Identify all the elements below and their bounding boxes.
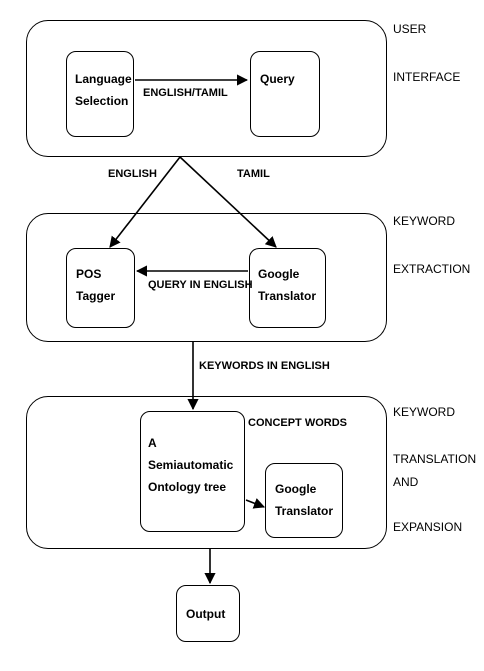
edge-label-keywords-in-english: KEYWORDS IN ENGLISH	[199, 360, 330, 372]
edge-label-query-in-english: QUERY IN ENGLISH	[148, 279, 253, 291]
arrow-ontology-to-google-translator	[245, 498, 266, 509]
side-label-user: USER	[393, 22, 427, 36]
side-label-keyword-1: KEYWORD	[393, 214, 456, 228]
output-text: Output	[186, 607, 226, 621]
keyword-extraction-panel	[26, 213, 387, 342]
google-translator-1-text: Google Translator	[258, 267, 317, 303]
keyword-translation-panel	[26, 396, 387, 549]
side-label-expansion: EXPANSION	[393, 520, 463, 534]
language-selection-text: Language Selection	[75, 72, 132, 108]
edge-label-english-tamil: ENGLISH/TAMIL	[143, 87, 228, 99]
user-interface-panel	[26, 20, 387, 157]
side-label-keyword-2: KEYWORD	[393, 405, 456, 419]
query-box: Query	[250, 51, 320, 137]
query-text: Query	[260, 72, 295, 86]
edge-label-concept-words: CONCEPT WORDS	[248, 417, 347, 429]
google-translator-2-box: Google Translator	[265, 463, 343, 538]
edge-label-english: ENGLISH	[108, 168, 157, 180]
language-selection-box: Language Selection	[66, 51, 134, 137]
side-label-translation: TRANSLATION	[393, 452, 477, 466]
pos-tagger-box: POS Tagger	[66, 248, 135, 328]
arrow-english-to-pos-tagger	[109, 156, 181, 248]
side-label-extraction: EXTRACTION	[393, 262, 471, 276]
edge-label-tamil: TAMIL	[237, 168, 270, 180]
google-translator-1-box: Google Translator	[249, 248, 326, 328]
ontology-tree-box: A Semiautomatic Ontology tree	[140, 411, 245, 532]
pos-tagger-text: POS Tagger	[76, 267, 116, 303]
output-box: Output	[176, 585, 240, 642]
google-translator-2-text: Google Translator	[275, 482, 334, 518]
arrow-tamil-to-google-translator	[179, 156, 277, 248]
ontology-tree-text: A Semiautomatic Ontology tree	[148, 436, 234, 494]
side-label-and: AND	[393, 475, 419, 489]
side-label-interface: INTERFACE	[393, 70, 461, 84]
